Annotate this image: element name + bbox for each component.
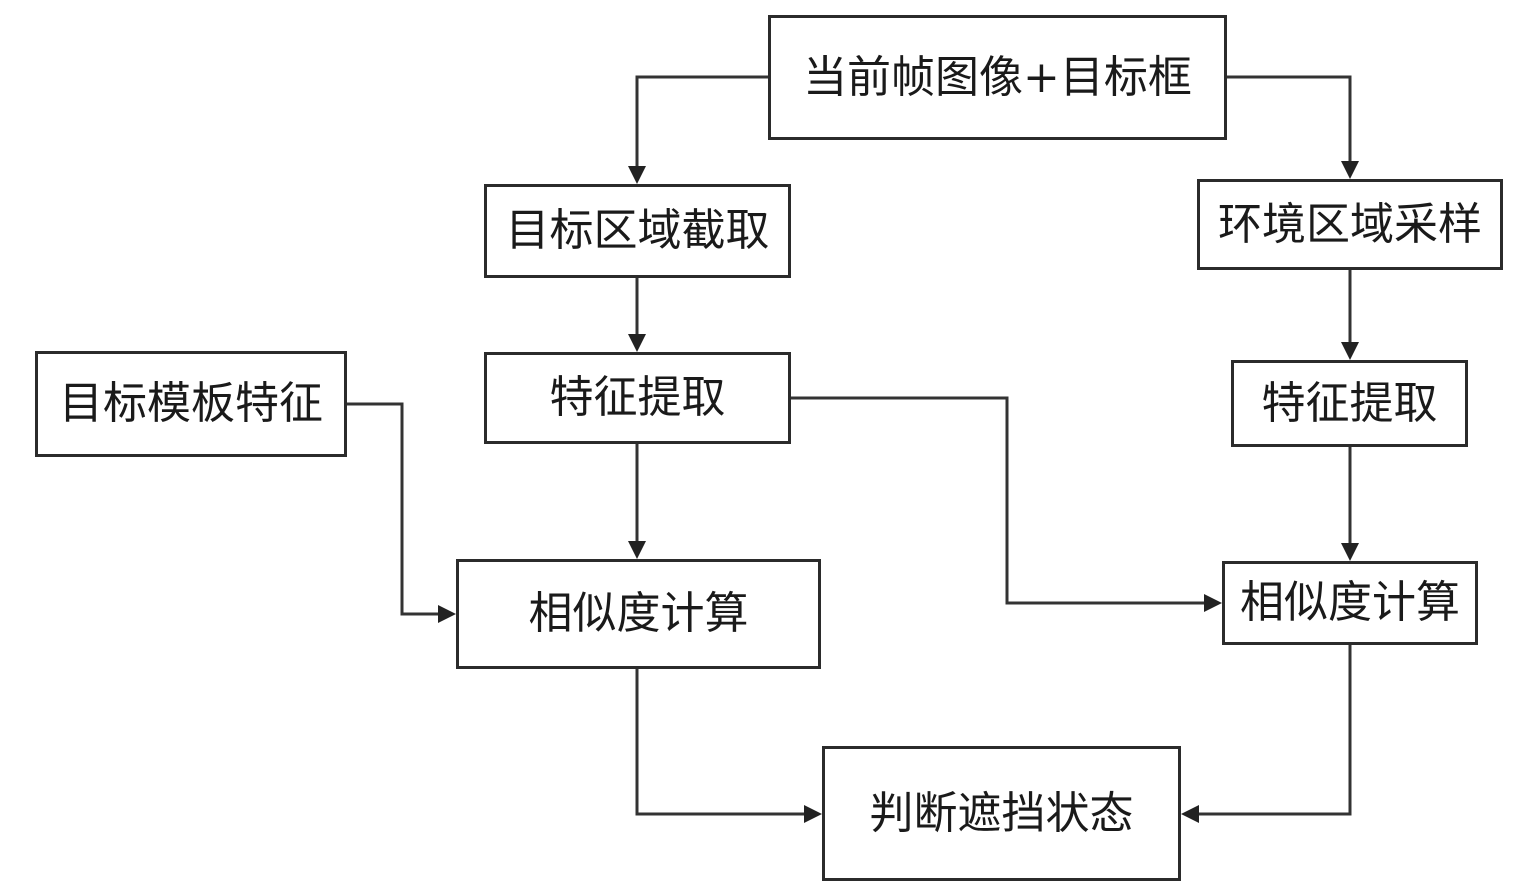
arrowhead-feature-left-to-sim-right bbox=[1204, 594, 1222, 612]
edge-frame-to-crop bbox=[635, 75, 768, 168]
arrowhead-template-to-sim-left bbox=[438, 605, 456, 623]
node-similarity-right-label: 相似度计算 bbox=[1240, 577, 1460, 628]
arrowhead-env-to-feature-right bbox=[1341, 342, 1359, 360]
node-similarity-left: 相似度计算 bbox=[456, 559, 821, 669]
node-similarity-left-label: 相似度计算 bbox=[528, 588, 749, 639]
node-similarity-right: 相似度计算 bbox=[1222, 561, 1478, 645]
arrowhead-feature-left-to-sim-left bbox=[628, 541, 646, 559]
arrowhead-crop-to-feature-left bbox=[628, 334, 646, 352]
node-feature-extract-left-label: 特征提取 bbox=[549, 372, 726, 423]
node-judge-occlusion: 判断遮挡状态 bbox=[822, 746, 1181, 881]
node-current-frame-label: 当前帧图像+目标框 bbox=[803, 51, 1192, 103]
arrowhead-sim-right-to-judge bbox=[1181, 805, 1199, 823]
arrowhead-sim-left-to-judge bbox=[804, 805, 822, 823]
node-target-region-crop: 目标区域截取 bbox=[484, 184, 791, 278]
node-target-region-crop-label: 目标区域截取 bbox=[505, 205, 770, 256]
node-feature-extract-right-label: 特征提取 bbox=[1261, 377, 1438, 429]
node-env-region-sample-label: 环境区域采样 bbox=[1218, 198, 1482, 250]
arrowhead-feature-right-to-sim-right bbox=[1341, 543, 1359, 561]
node-feature-extract-right: 特征提取 bbox=[1231, 360, 1468, 447]
node-feature-extract-left: 特征提取 bbox=[484, 352, 791, 444]
edge-template-to-sim-left bbox=[347, 402, 440, 616]
node-template-feature-label: 目标模板特征 bbox=[59, 378, 323, 429]
node-env-region-sample: 环境区域采样 bbox=[1197, 179, 1503, 270]
edge-frame-to-env bbox=[1227, 75, 1352, 163]
node-current-frame: 当前帧图像+目标框 bbox=[768, 15, 1227, 140]
edge-sim-left-to-judge bbox=[635, 669, 806, 816]
arrowhead-frame-to-env bbox=[1341, 161, 1359, 179]
arrowhead-frame-to-crop bbox=[628, 166, 646, 184]
node-judge-occlusion-label: 判断遮挡状态 bbox=[869, 787, 1134, 839]
edge-sim-right-to-judge bbox=[1197, 645, 1352, 816]
node-template-feature: 目标模板特征 bbox=[35, 351, 347, 457]
edge-feature-left-to-sim-right bbox=[791, 396, 1206, 605]
